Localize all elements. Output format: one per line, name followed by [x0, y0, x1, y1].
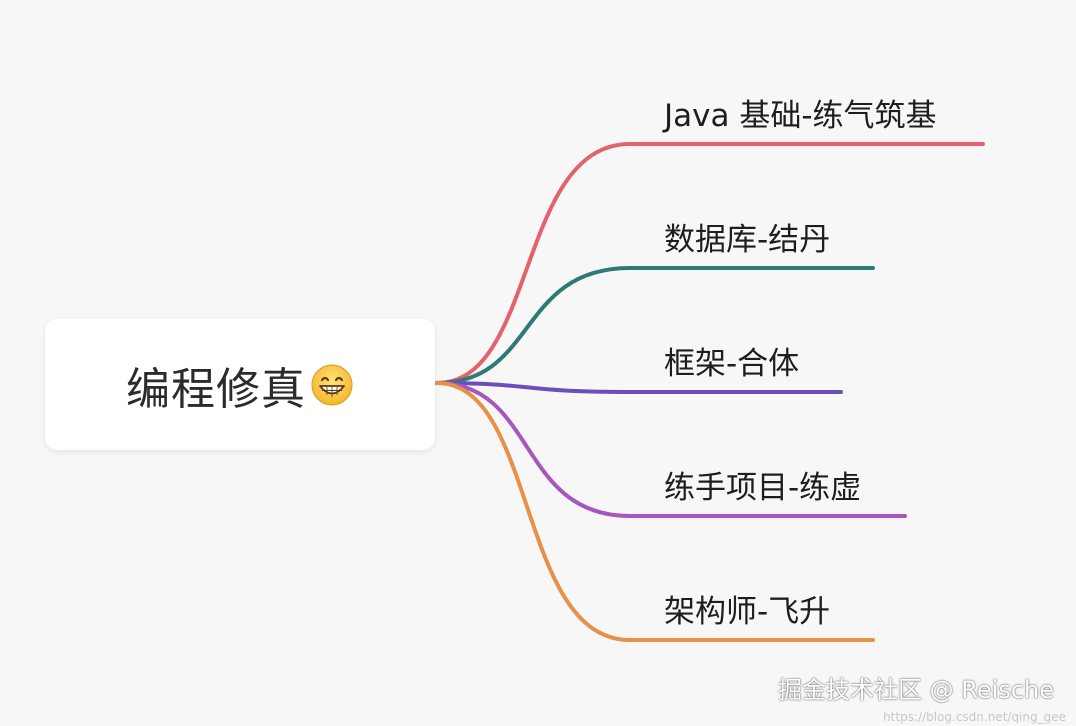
branch-connectors	[435, 142, 985, 642]
branch-label-database[interactable]: 数据库-结丹	[664, 222, 831, 258]
grinning-face-icon	[311, 364, 353, 405]
connector-database	[435, 266, 875, 385]
root-label: 编程修真	[126, 363, 306, 415]
watermark-brand: 掘金技术社区 @ Reische	[778, 676, 1054, 704]
connector-java	[435, 142, 985, 385]
root-node[interactable]: 编程修真	[45, 319, 435, 450]
branch-label-framework[interactable]: 框架-合体	[664, 346, 800, 382]
branch-label-practice-project[interactable]: 练手项目-练虚	[664, 470, 862, 506]
watermark-url: https://blog.csdn.net/qing_gee	[883, 710, 1066, 724]
connector-practice-project	[435, 381, 907, 518]
branch-label-architect[interactable]: 架构师-飞升	[664, 594, 831, 630]
connector-architect	[435, 381, 875, 642]
branch-label-java[interactable]: Java 基础-练气筑基	[664, 98, 937, 134]
connector-framework	[435, 381, 843, 394]
